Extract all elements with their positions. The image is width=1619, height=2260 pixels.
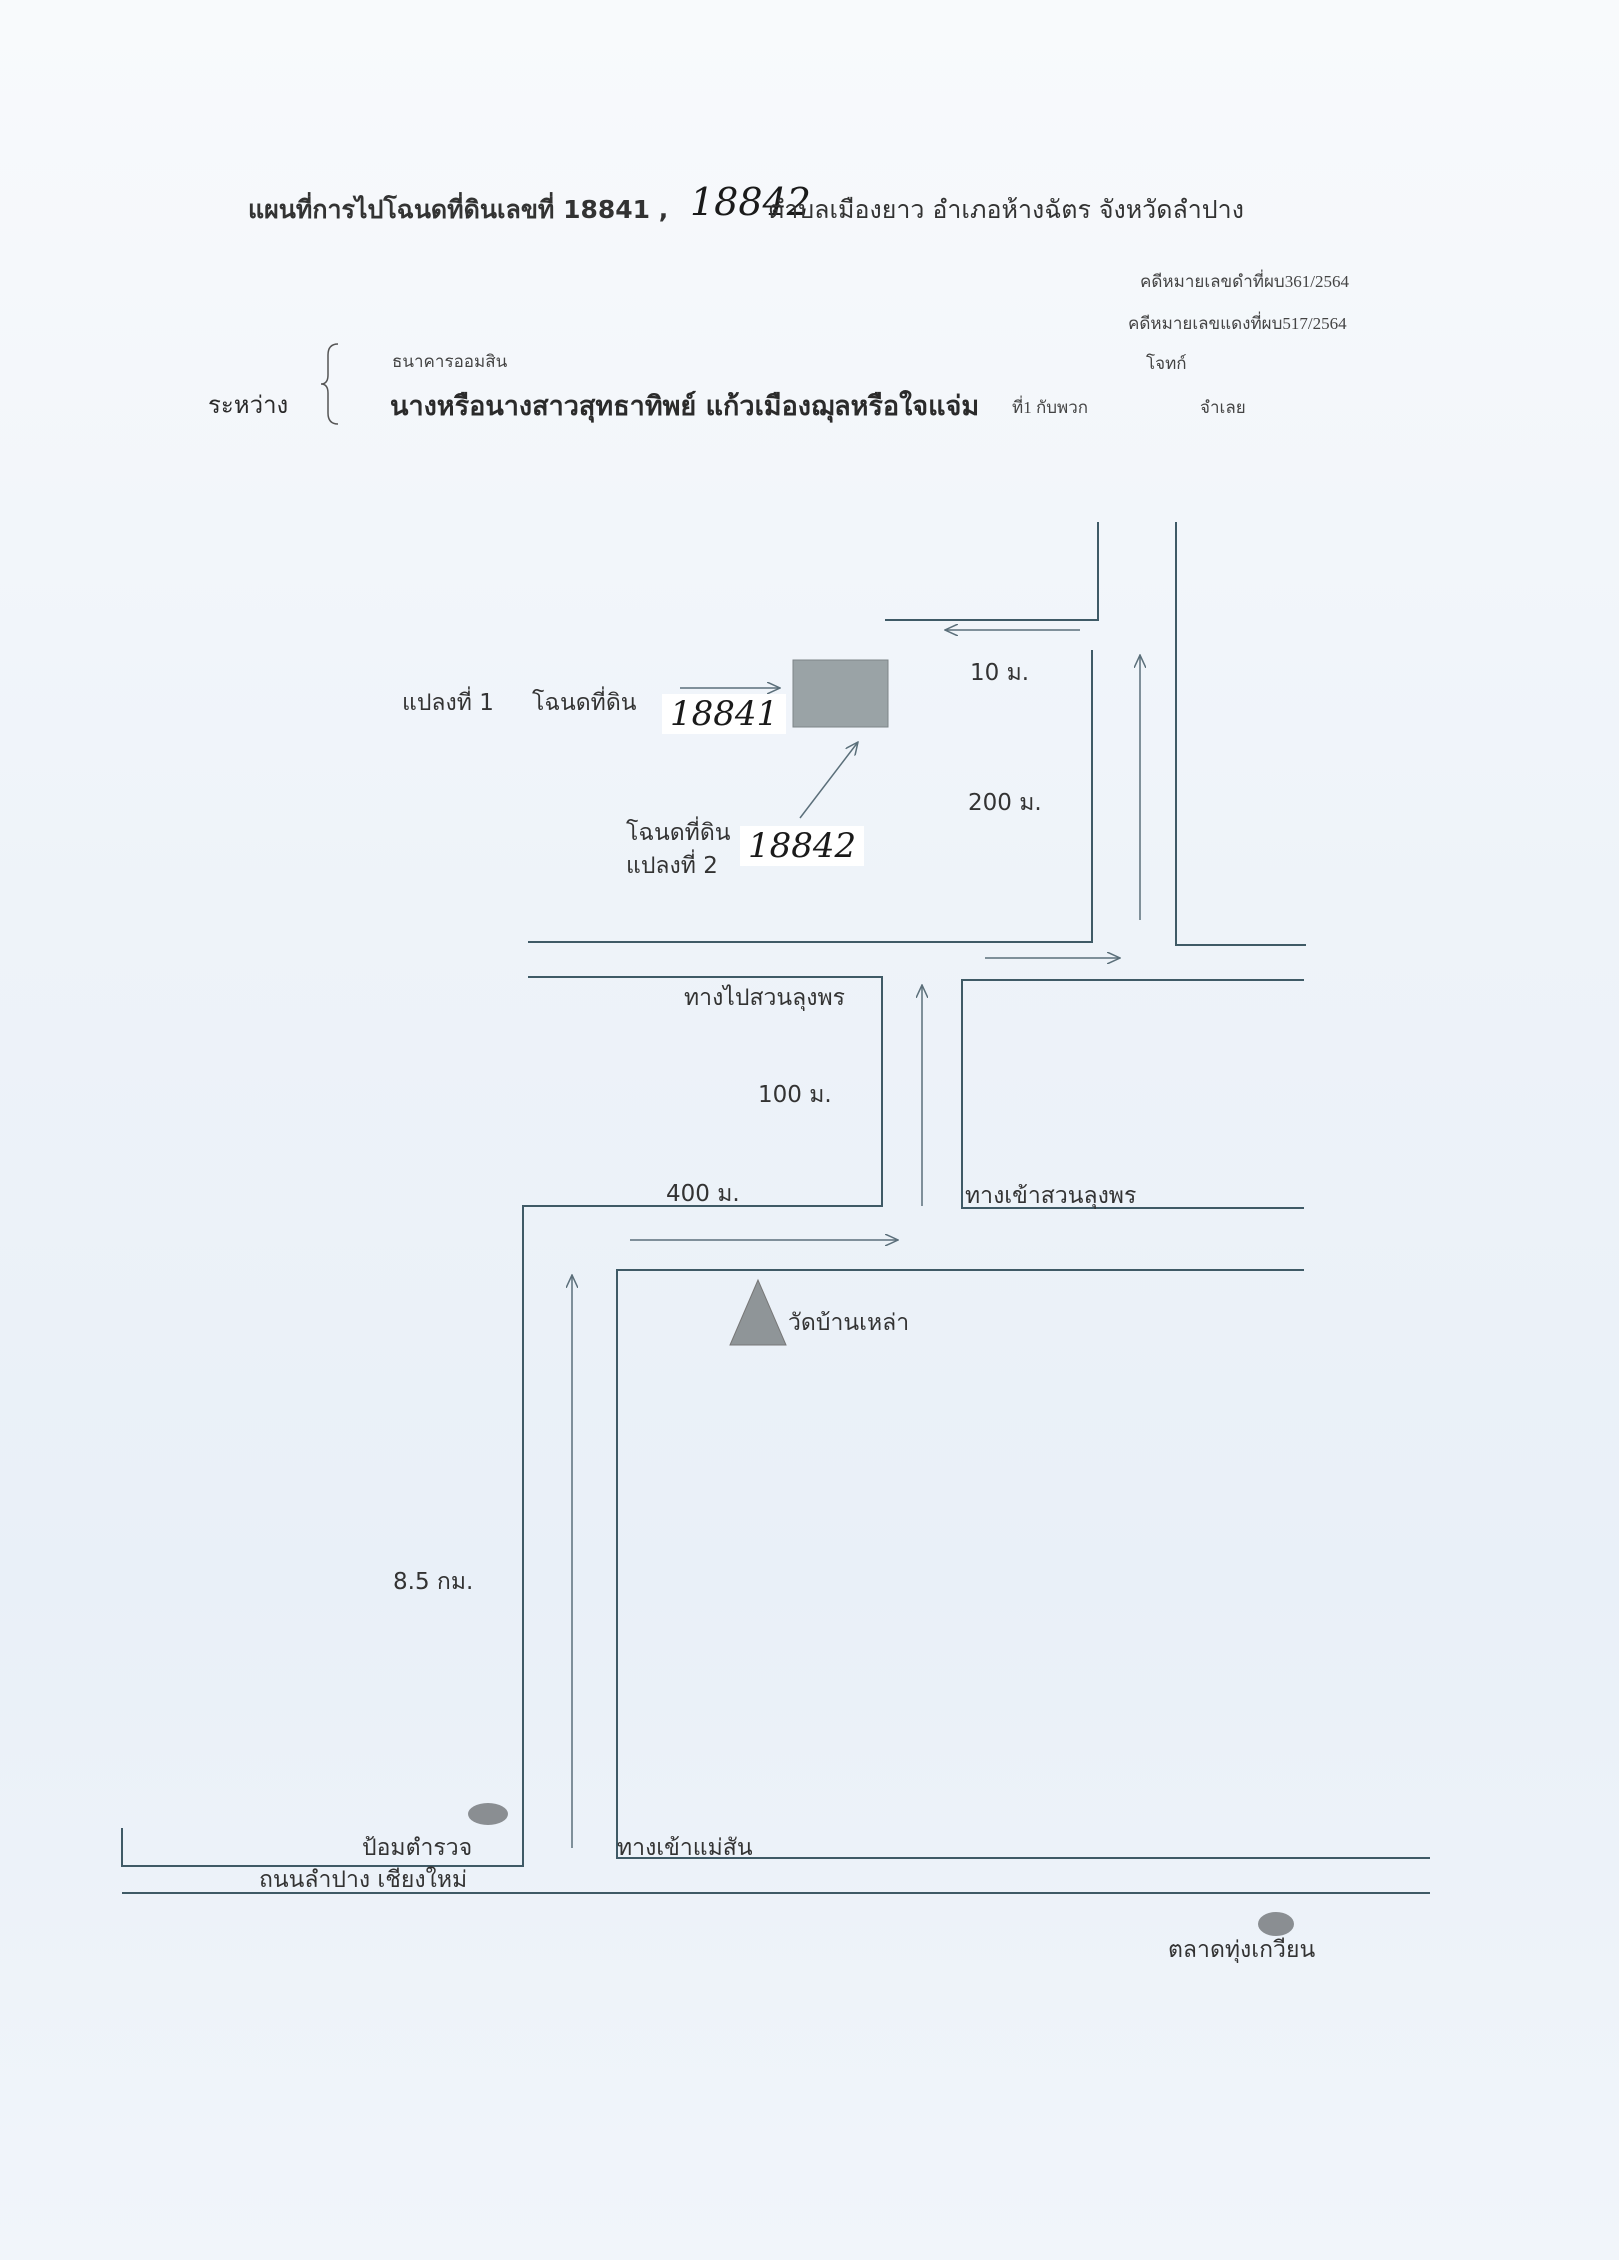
road-network (121, 522, 1430, 1894)
road-to-orchard-label: ทางไปสวนลุงพร (684, 985, 845, 1011)
deed-label-1: โฉนดที่ดิน (532, 690, 637, 716)
defendant-suffix: ที่1 กับพวก (1012, 398, 1089, 417)
map-title-prefix: แผนที่การไปโฉนดที่ดินเลขที่ 18841 , (248, 195, 669, 224)
land-plot-marker (792, 659, 889, 728)
distance-10m: 10 ม. (970, 660, 1030, 686)
orchard-entrance-label: ทางเข้าสวนลุงพร (965, 1183, 1137, 1209)
police-box-label: ป้อมตำรวจ (362, 1835, 473, 1861)
deed-number-1: 18841 (662, 694, 787, 734)
plaintiff-role: โจทก์ (1146, 354, 1187, 373)
defendant-name: นางหรือนางสาวสุทธาทิพย์ แก้วเมืองฌุลหรือ… (390, 391, 980, 422)
road-middle-right (961, 979, 1304, 1209)
road-middle-left (121, 976, 883, 1867)
map-title-handwritten-number: 18842 (690, 180, 811, 224)
defendant-role: จำเลย (1200, 398, 1246, 417)
police-box-marker (468, 1803, 508, 1825)
plot1-label: แปลงที่ 1 (402, 690, 494, 716)
arrow-plot2 (799, 742, 858, 819)
road-top-right-side (1175, 522, 1306, 946)
temple-label: วัดบ้านเหล่า (788, 1310, 910, 1336)
map-title-suffix: ตำบลเมืองยาว อำเภอห้างฉัตร จังหวัดลำปาง (768, 195, 1244, 224)
road-lower (616, 1269, 1430, 1859)
market-marker (1258, 1912, 1294, 1936)
market-label: ตลาดทุ่งเกวียน (1168, 1937, 1316, 1963)
distance-100m: 100 ม. (758, 1082, 832, 1108)
main-road-label: ถนนลำปาง เชียงใหม่ (259, 1867, 468, 1893)
plaintiff-name: ธนาคารออมสิน (392, 352, 508, 371)
road-plot-block (528, 650, 1093, 943)
distance-200m: 200 ม. (968, 790, 1042, 816)
distance-400m: 400 ม. (666, 1181, 740, 1207)
deed-label-2: โฉนดที่ดิน (626, 820, 731, 846)
brace-icon (320, 343, 339, 425)
deed-number-2: 18842 (740, 826, 865, 866)
distance-8-5km: 8.5 กม. (393, 1569, 474, 1595)
route-arrows (572, 630, 1140, 1848)
temple-icon (729, 1278, 787, 1346)
case-black-number: คดีหมายเลขดำที่ผบ361/2564 (1140, 272, 1349, 291)
case-red-number: คดีหมายเลขแดงที่ผบ517/2564 (1128, 314, 1347, 333)
plot2-label: แปลงที่ 2 (626, 853, 718, 879)
road-top-left-side (885, 522, 1099, 621)
mae-san-entrance-label: ทางเข้าแม่สัน (617, 1835, 753, 1861)
between-label: ระหว่าง (208, 391, 289, 419)
